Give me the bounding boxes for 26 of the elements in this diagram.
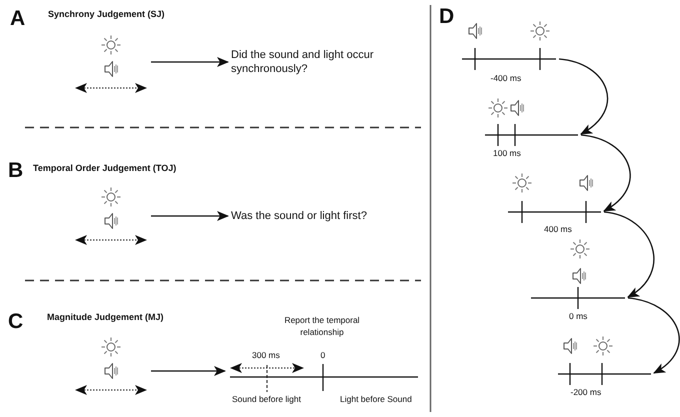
time-label: 0 ms xyxy=(569,311,588,321)
scale-end-label: Sound before light xyxy=(232,394,301,404)
arrow xyxy=(151,57,229,67)
scale-heading: Report the temporal relationship xyxy=(283,314,361,338)
arrow xyxy=(151,366,226,376)
scale-end-label: Light before Sound xyxy=(340,394,412,404)
curved-arrow xyxy=(628,297,680,374)
time-label: 100 ms xyxy=(493,148,521,158)
time-label: 400 ms xyxy=(544,224,572,234)
question-text: Did the sound and light occur synchronously? xyxy=(231,48,396,76)
panel-letter: B xyxy=(8,160,24,182)
time-label: -200 ms xyxy=(570,387,602,397)
panel-letter: C xyxy=(8,311,24,333)
curved-arrow xyxy=(580,134,631,212)
curved-arrow xyxy=(604,211,654,298)
question-text: Was the sound or light first? xyxy=(231,209,406,223)
panel-title: Magnitude Judgement (MJ) xyxy=(47,312,164,323)
panel-letter: A xyxy=(10,8,26,30)
panel-title: Synchrony Judgement (SJ) xyxy=(48,9,165,20)
curved-arrow xyxy=(558,58,608,135)
panel-title: Temporal Order Judgement (TOJ) xyxy=(33,163,176,174)
panel-letter: D xyxy=(439,6,454,28)
arrow xyxy=(151,211,229,221)
scale-value: 0 xyxy=(320,350,326,360)
time-label: -400 ms xyxy=(490,73,522,83)
scale-value: 300 ms xyxy=(252,350,280,360)
